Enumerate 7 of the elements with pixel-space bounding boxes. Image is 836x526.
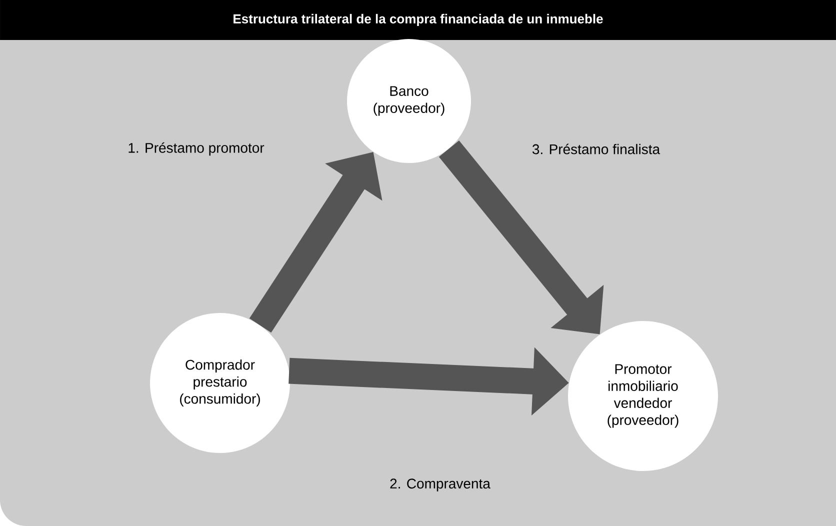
arrow-caption: 2. Compraventa bbox=[390, 478, 490, 492]
title-bar: Estructura trilateral de la compra financiada de un inmueble bbox=[0, 0, 836, 40]
arrow-caption: 1. Préstamo promotor bbox=[128, 142, 264, 156]
circle-node: Promotor inmobiliario vendedor (proveedor) bbox=[568, 321, 718, 471]
circle-node: Comprador prestario (consumidor) bbox=[150, 313, 290, 453]
circle-node: Banco (proveedor) bbox=[347, 39, 471, 163]
arrow-caption: 3. Préstamo finalista bbox=[532, 144, 660, 154]
